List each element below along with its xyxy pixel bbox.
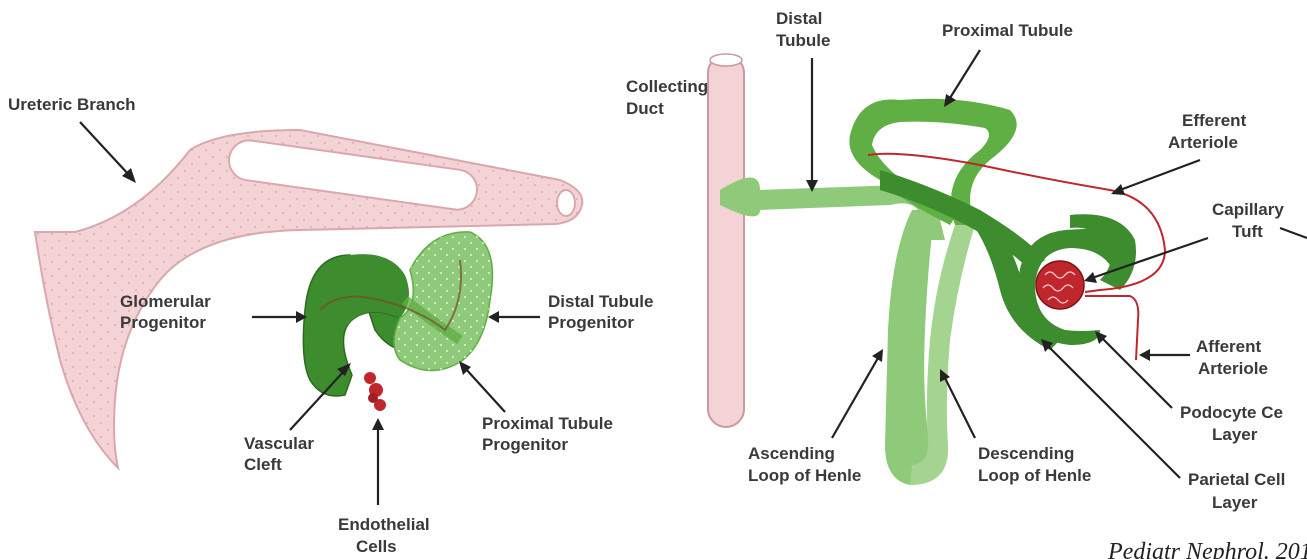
svg-text:Vascular: Vascular — [244, 434, 314, 453]
label-efferent-arteriole: Efferent Arteriole — [1111, 111, 1247, 195]
svg-text:Cleft: Cleft — [244, 455, 282, 474]
svg-text:Distal: Distal — [776, 9, 822, 28]
svg-text:Endothelial: Endothelial — [338, 515, 430, 534]
svg-text:Progenitor: Progenitor — [482, 435, 568, 454]
svg-text:Afferent: Afferent — [1196, 337, 1262, 356]
svg-text:Capillary: Capillary — [1212, 200, 1284, 219]
svg-text:Efferent: Efferent — [1182, 111, 1247, 130]
svg-text:Cells: Cells — [356, 537, 397, 556]
capillary-tuft-shape — [1036, 261, 1084, 309]
svg-text:Distal Tubule: Distal Tubule — [548, 292, 653, 311]
svg-text:Tuft: Tuft — [1232, 222, 1263, 241]
svg-text:Loop of Henle: Loop of Henle — [978, 466, 1091, 485]
label-descending-loop: Descending Loop of Henle — [940, 369, 1091, 485]
svg-text:Arteriole: Arteriole — [1168, 133, 1238, 152]
label-glomerular-progenitor: Glomerular Progenitor — [120, 292, 307, 332]
svg-text:Duct: Duct — [626, 99, 664, 118]
svg-text:Glomerular: Glomerular — [120, 292, 211, 311]
svg-text:Progenitor: Progenitor — [120, 313, 206, 332]
label-collecting-duct: Collecting Duct — [626, 77, 708, 118]
svg-text:Podocyte Ce: Podocyte Ce — [1180, 403, 1283, 422]
svg-text:Proximal Tubule: Proximal Tubule — [942, 21, 1073, 40]
svg-text:Progenitor: Progenitor — [548, 313, 634, 332]
label-distal-tubule-progenitor: Distal Tubule Progenitor — [488, 292, 653, 332]
svg-text:Proximal Tubule: Proximal Tubule — [482, 414, 613, 433]
endothelial-cells-shape — [364, 372, 386, 411]
svg-text:Layer: Layer — [1212, 425, 1258, 444]
svg-text:Collecting: Collecting — [626, 77, 708, 96]
svg-text:Descending: Descending — [978, 444, 1074, 463]
svg-text:Ureteric Branch: Ureteric Branch — [8, 95, 136, 114]
label-ascending-loop: Ascending Loop of Henle — [748, 349, 883, 485]
svg-text:Loop of Henle: Loop of Henle — [748, 466, 861, 485]
label-proximal-tubule: Proximal Tubule — [942, 21, 1073, 107]
svg-text:Arteriole: Arteriole — [1198, 359, 1268, 378]
citation: Pediatr Nephrol. 2014 A — [1107, 539, 1307, 559]
svg-text:Layer: Layer — [1212, 493, 1258, 512]
label-proximal-tubule-progenitor: Proximal Tubule Progenitor — [459, 361, 613, 454]
label-vascular-cleft: Vascular Cleft — [244, 363, 351, 474]
label-distal-tubule: Distal Tubule — [776, 9, 830, 192]
label-afferent-arteriole: Afferent Arteriole — [1139, 337, 1268, 378]
svg-text:Parietal Cell: Parietal Cell — [1188, 470, 1285, 489]
svg-text:Ascending: Ascending — [748, 444, 835, 463]
svg-text:Tubule: Tubule — [776, 31, 830, 50]
label-endothelial-cells: Endothelial Cells — [338, 418, 430, 556]
collecting-duct-shape — [708, 54, 744, 427]
label-ureteric-branch: Ureteric Branch — [8, 95, 136, 183]
